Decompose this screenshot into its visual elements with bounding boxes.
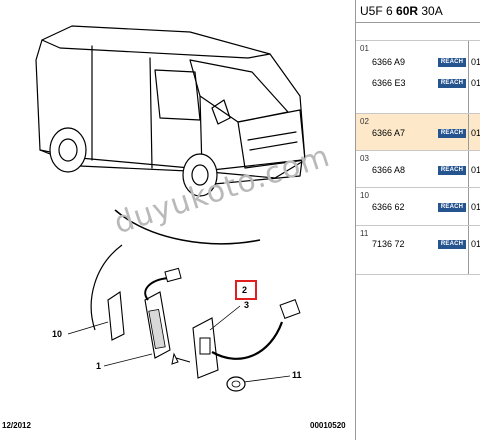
header-suffix: 30A bbox=[418, 4, 443, 18]
callout-2[interactable]: 2 bbox=[242, 285, 248, 295]
reach-badge: REACH bbox=[438, 79, 466, 88]
part-row[interactable]: 6366 A7 REACH 01 bbox=[356, 127, 480, 141]
van-roof bbox=[41, 39, 271, 59]
group-number: 11 bbox=[360, 229, 369, 238]
van-mirror bbox=[211, 99, 231, 125]
footer-date: 12/2012 bbox=[2, 421, 31, 430]
group-number: 01 bbox=[360, 44, 369, 53]
leader-1 bbox=[103, 353, 153, 367]
header-bold: 60R bbox=[396, 4, 419, 18]
qty-divider bbox=[468, 151, 469, 187]
reach-badge: REACH bbox=[438, 166, 466, 175]
parts-list-panel: U5F 6 60R 30A 01 6366 A9 REACH 01 6366 E… bbox=[355, 0, 480, 440]
part-qty: 01 bbox=[471, 239, 480, 249]
part-row[interactable]: 6366 A8 REACH 01 bbox=[356, 164, 480, 178]
qty-divider bbox=[468, 114, 469, 150]
qty-divider bbox=[468, 188, 469, 225]
part-row[interactable]: 6366 E3 REACH 01 bbox=[356, 77, 480, 91]
van-grille bbox=[247, 131, 297, 141]
screw bbox=[171, 352, 191, 365]
leader-10 bbox=[67, 321, 109, 335]
part-row[interactable]: 7136 72 REACH 01 bbox=[356, 238, 480, 252]
callout-1[interactable]: 1 bbox=[96, 361, 102, 371]
van-grille-2 bbox=[249, 141, 298, 151]
reach-badge: REACH bbox=[438, 58, 466, 67]
harness-connector bbox=[279, 299, 301, 319]
part-code[interactable]: 6366 A9 bbox=[372, 57, 406, 67]
callout-11[interactable]: 11 bbox=[292, 370, 302, 380]
part-2-switch bbox=[199, 337, 211, 355]
group-number: 10 bbox=[360, 191, 369, 200]
front-wheel bbox=[182, 153, 218, 197]
reach-badge: REACH bbox=[438, 240, 466, 249]
footer-ref: 00010520 bbox=[310, 421, 346, 430]
group-row-01[interactable]: 01 6366 A9 REACH 01 6366 E3 REACH 01 bbox=[356, 41, 480, 114]
qty-divider bbox=[468, 226, 469, 274]
part-row[interactable]: 6366 62 REACH 01 bbox=[356, 201, 480, 215]
part-1-lens bbox=[148, 308, 166, 350]
header-prefix: U5F 6 bbox=[360, 4, 397, 18]
zoom-arc bbox=[114, 209, 261, 245]
part-code[interactable]: 6366 E3 bbox=[372, 78, 406, 88]
reach-badge: REACH bbox=[438, 203, 466, 212]
part-11-grommet bbox=[226, 376, 246, 392]
diagram-drawing bbox=[35, 25, 306, 392]
part-qty: 01 bbox=[471, 128, 480, 138]
part-qty: 01 bbox=[471, 57, 480, 67]
zoom-curve bbox=[90, 244, 123, 331]
rear-wheel bbox=[49, 127, 87, 173]
group-row-02[interactable]: 02 6366 A7 REACH 01 bbox=[356, 114, 480, 151]
wiring-harness bbox=[211, 321, 284, 360]
group-row-10[interactable]: 10 6366 62 REACH 01 bbox=[356, 188, 480, 226]
van-side-window bbox=[154, 69, 201, 121]
part-code[interactable]: 6366 A8 bbox=[372, 165, 406, 175]
leader-3 bbox=[209, 305, 241, 331]
group-number: 02 bbox=[360, 117, 369, 126]
panel-header: U5F 6 60R 30A bbox=[356, 0, 480, 23]
part-qty: 01 bbox=[471, 165, 480, 175]
group-row-03[interactable]: 03 6366 A8 REACH 01 bbox=[356, 151, 480, 188]
parts-diagram: duyukoto.com 10 1 2 3 11 12/2012 0001052… bbox=[2, 25, 346, 430]
part-10-bracket bbox=[107, 291, 125, 341]
van-windshield bbox=[189, 59, 289, 123]
leader-11 bbox=[243, 375, 291, 383]
qty-divider bbox=[468, 41, 469, 113]
lamp-connector bbox=[164, 267, 182, 283]
rear-wheel-hub bbox=[58, 138, 78, 162]
part-qty: 01 bbox=[471, 202, 480, 212]
callout-3[interactable]: 3 bbox=[244, 300, 250, 310]
van-door-line-2 bbox=[149, 57, 153, 169]
part-code[interactable]: 6366 62 bbox=[372, 202, 405, 212]
selected-callout-box bbox=[235, 280, 257, 300]
van-front bbox=[237, 109, 306, 169]
lamp-cable bbox=[144, 277, 169, 301]
part-11-grommet-inner bbox=[231, 380, 241, 388]
van-outline bbox=[35, 25, 306, 179]
header-gap bbox=[356, 23, 480, 41]
callout-10[interactable]: 10 bbox=[52, 329, 63, 339]
part-qty: 01 bbox=[471, 78, 480, 88]
group-number: 03 bbox=[360, 154, 369, 163]
front-wheel-hub bbox=[191, 164, 209, 186]
part-code[interactable]: 6366 A7 bbox=[372, 128, 406, 138]
reach-badge: REACH bbox=[438, 129, 466, 138]
part-row[interactable]: 6366 A9 REACH 01 bbox=[356, 56, 480, 70]
part-code[interactable]: 7136 72 bbox=[372, 239, 405, 249]
group-row-11[interactable]: 11 7136 72 REACH 01 bbox=[356, 226, 480, 275]
